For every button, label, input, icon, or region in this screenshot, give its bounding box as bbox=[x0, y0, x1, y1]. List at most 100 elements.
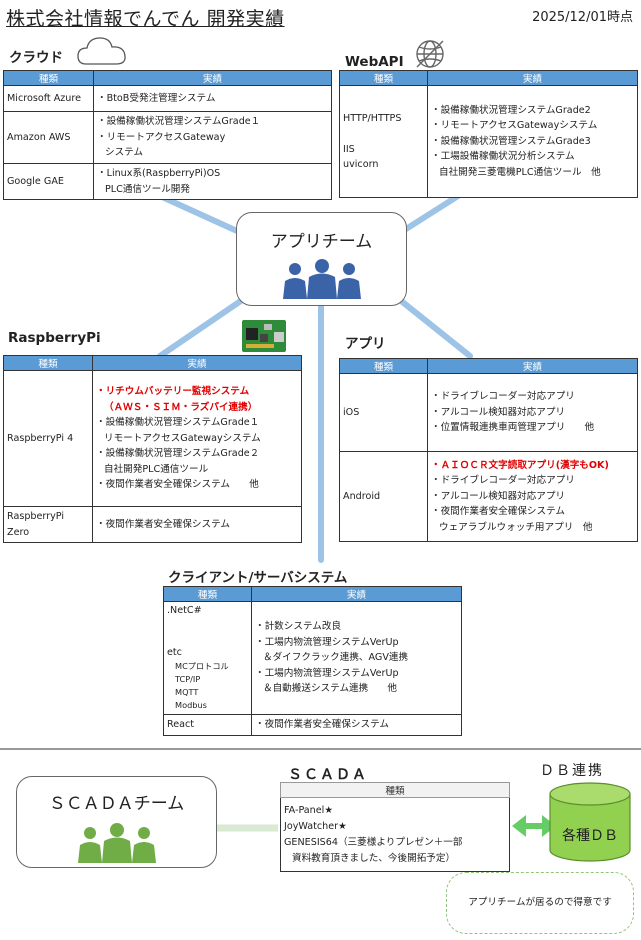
result-item: システム bbox=[105, 147, 144, 159]
scada-title: ＳＣＡＤＡ bbox=[288, 767, 368, 783]
app-team-box: アプリチーム bbox=[236, 212, 407, 306]
kind-cell: RaspberryPi Zero bbox=[3, 506, 93, 543]
scada-table: 種類 FA-Panel★JoyWatcher★GENESIS64（三菱様よりプレ… bbox=[280, 782, 510, 872]
bidirectional-arrow-icon bbox=[512, 815, 556, 837]
col-kind-header: 種類 bbox=[3, 70, 94, 86]
raspberry-pi-board-icon bbox=[242, 320, 286, 352]
kind-cell: Modbus bbox=[175, 700, 207, 710]
table-row: HTTP/HTTPS IIS uvicorn ・設備稼働状況管理システムGrade2… bbox=[339, 85, 638, 198]
result-item: ・BtoB受発注管理システム bbox=[97, 92, 216, 104]
db-note: アプリチームが居るので得意です bbox=[446, 872, 634, 934]
table-row: Google GAE ・Linux系(RaspberryPi)OS PLC通信ツー… bbox=[3, 163, 332, 200]
cloud-table: 種類実績 Microsoft Azure ・BtoB受発注管理システム Amaz… bbox=[3, 70, 332, 200]
col-result-header: 実績 bbox=[251, 586, 462, 602]
result-item-highlight: （ＡＷＳ・ＳＩＭ・ラズパイ連携） bbox=[104, 401, 258, 413]
kind-cell: React bbox=[163, 714, 252, 736]
result-item: FA-Panel★ bbox=[284, 804, 333, 816]
kind-cell: HTTP/HTTPS bbox=[343, 112, 402, 124]
result-item: ・アルコール検知器対応アプリ bbox=[431, 490, 566, 502]
result-item: ・工場内物流管理システムVerUp bbox=[255, 636, 399, 648]
col-kind-header: 種類 bbox=[339, 358, 428, 374]
table-row: Android ・ＡＩＯＣＲ文字読取アプリ(漢字もOK)・ドライブレコーダー対応… bbox=[339, 451, 638, 542]
result-item: ・アルコール検知器対応アプリ bbox=[431, 406, 566, 418]
table-row: iOS ・ドライブレコーダー対応アプリ・アルコール検知器対応アプリ・位置情報連携… bbox=[339, 373, 638, 452]
kind-cell: MCプロトコル bbox=[175, 661, 229, 671]
raspi-title: RaspberryPi bbox=[8, 330, 101, 346]
result-item-highlight: ・リチウムバッテリー監視システム bbox=[96, 386, 250, 398]
result-item: ウェアラブルウォッチ用アプリ 他 bbox=[439, 521, 593, 533]
result-item: JoyWatcher★ bbox=[284, 820, 347, 832]
scada-team-label: ＳＣＡＤＡチーム bbox=[48, 794, 185, 814]
database-cylinder-icon bbox=[549, 782, 631, 862]
table-row: Microsoft Azure ・BtoB受発注管理システム bbox=[3, 85, 332, 112]
table-row: RaspberryPi Zero ・夜間作業者安全確保システム bbox=[3, 506, 302, 543]
team-people-icon bbox=[283, 259, 361, 299]
table-row: .NetC# etc MCプロトコル TCP/IP MQTT Modbus ・計… bbox=[163, 601, 462, 715]
result-item: ・設備稼働状況管理システムGrade１ bbox=[96, 417, 260, 429]
result-item: ・夜間作業者安全確保システム bbox=[255, 719, 390, 730]
apps-table: 種類実績 iOS ・ドライブレコーダー対応アプリ・アルコール検知器対応アプリ・位… bbox=[339, 358, 638, 542]
result-item: 自社開発PLC通信ツール bbox=[104, 463, 209, 475]
table-row: RaspberryPi 4 ・リチウムバッテリー監視システム （ＡＷＳ・ＳＩＭ・… bbox=[3, 370, 302, 507]
table-row: FA-Panel★JoyWatcher★GENESIS64（三菱様よりプレゼン＋… bbox=[280, 797, 510, 872]
kind-cell: Microsoft Azure bbox=[3, 85, 94, 112]
result-item-highlight: ・ＡＩＯＣＲ文字読取アプリ(漢字もOK) bbox=[431, 459, 609, 471]
result-item: ・工場内物流管理システムVerUp bbox=[255, 667, 399, 679]
app-team-label: アプリチーム bbox=[270, 232, 373, 252]
result-item: ・設備稼働状況管理システムGrade3 bbox=[431, 135, 591, 147]
team-people-icon bbox=[78, 823, 156, 863]
col-result-header: 実績 bbox=[92, 355, 302, 371]
kind-cell: .NetC# bbox=[167, 605, 202, 616]
result-item: ＆ダイフクラック連携、AGV連携 bbox=[263, 652, 409, 664]
db-title: ＤＢ連携 bbox=[540, 763, 604, 779]
col-result-header: 実績 bbox=[93, 70, 332, 86]
kind-cell: IIS bbox=[343, 143, 355, 155]
raspi-table: 種類実績 RaspberryPi 4 ・リチウムバッテリー監視システム （ＡＷＳ… bbox=[3, 355, 302, 543]
table-row: Amazon AWS ・設備稼働状況管理システムGrade１・リモートアクセスG… bbox=[3, 111, 332, 164]
kind-cell: iOS bbox=[339, 373, 428, 452]
result-item: PLC通信ツール開発 bbox=[105, 183, 190, 195]
result-item: ・設備稼働状況管理システムGrade１ bbox=[97, 116, 261, 128]
kind-cell: RaspberryPi 4 bbox=[3, 370, 93, 507]
col-kind-header: 種類 bbox=[280, 782, 510, 798]
webapi-table: 種類実績 HTTP/HTTPS IIS uvicorn ・設備稼働状況管理システムG… bbox=[339, 70, 638, 198]
result-item: ・設備稼働状況管理システムGrade２ bbox=[96, 448, 260, 460]
kind-cell: TCP/IP bbox=[175, 674, 201, 684]
result-item: ・ドライブレコーダー対応アプリ bbox=[431, 475, 575, 487]
kind-cell: etc bbox=[167, 647, 182, 658]
result-item: 資料教育頂きました、今後開拓予定） bbox=[292, 852, 456, 864]
kind-cell: MQTT bbox=[175, 687, 199, 697]
result-item: ・設備稼働状況管理システムGrade2 bbox=[431, 104, 591, 116]
kind-cell: Google GAE bbox=[3, 163, 94, 200]
col-kind-header: 種類 bbox=[339, 70, 428, 86]
kind-cell: Amazon AWS bbox=[3, 111, 94, 164]
result-item: リモートアクセスGatewayシステム bbox=[104, 432, 261, 444]
globe-icon bbox=[416, 40, 444, 68]
page-title: 株式会社情報でんでん 開発実績 bbox=[6, 8, 285, 30]
result-item: ・夜間作業者安全確保システム 他 bbox=[96, 479, 259, 491]
webapi-title: WebAPI bbox=[345, 54, 404, 70]
cs-title: クライアント/サーバシステム bbox=[168, 570, 348, 586]
result-item: ・工場設備稼働状況分析システム bbox=[431, 151, 575, 163]
result-item: ・Linux系(RaspberryPi)OS bbox=[97, 168, 221, 179]
scada-team-box: ＳＣＡＤＡチーム bbox=[16, 776, 217, 868]
result-item: ・位置情報連携車両管理アプリ 他 bbox=[431, 422, 595, 434]
line-raspi bbox=[157, 293, 251, 359]
result-item: ・夜間作業者安全確保システム bbox=[96, 518, 231, 530]
col-kind-header: 種類 bbox=[3, 355, 93, 371]
result-item: ・夜間作業者安全確保システム bbox=[431, 506, 566, 518]
section-divider bbox=[0, 748, 641, 750]
col-result-header: 実績 bbox=[427, 358, 638, 374]
col-kind-header: 種類 bbox=[163, 586, 252, 602]
line-apps bbox=[392, 293, 473, 359]
db-label: 各種ＤＢ bbox=[562, 828, 618, 844]
cloud-icon bbox=[77, 37, 126, 65]
kind-cell: uvicorn bbox=[343, 159, 379, 170]
result-item: ・計数システム改良 bbox=[255, 621, 342, 633]
result-item: ＆自動搬送システム連携 他 bbox=[263, 683, 398, 695]
date-label: 2025/12/01時点 bbox=[532, 10, 633, 25]
cs-table: 種類実績 .NetC# etc MCプロトコル TCP/IP MQTT Modb… bbox=[163, 586, 462, 736]
result-item: ・ドライブレコーダー対応アプリ bbox=[431, 391, 575, 403]
result-item: ・リモートアクセスGatewayシステム bbox=[431, 120, 598, 132]
col-result-header: 実績 bbox=[427, 70, 638, 86]
